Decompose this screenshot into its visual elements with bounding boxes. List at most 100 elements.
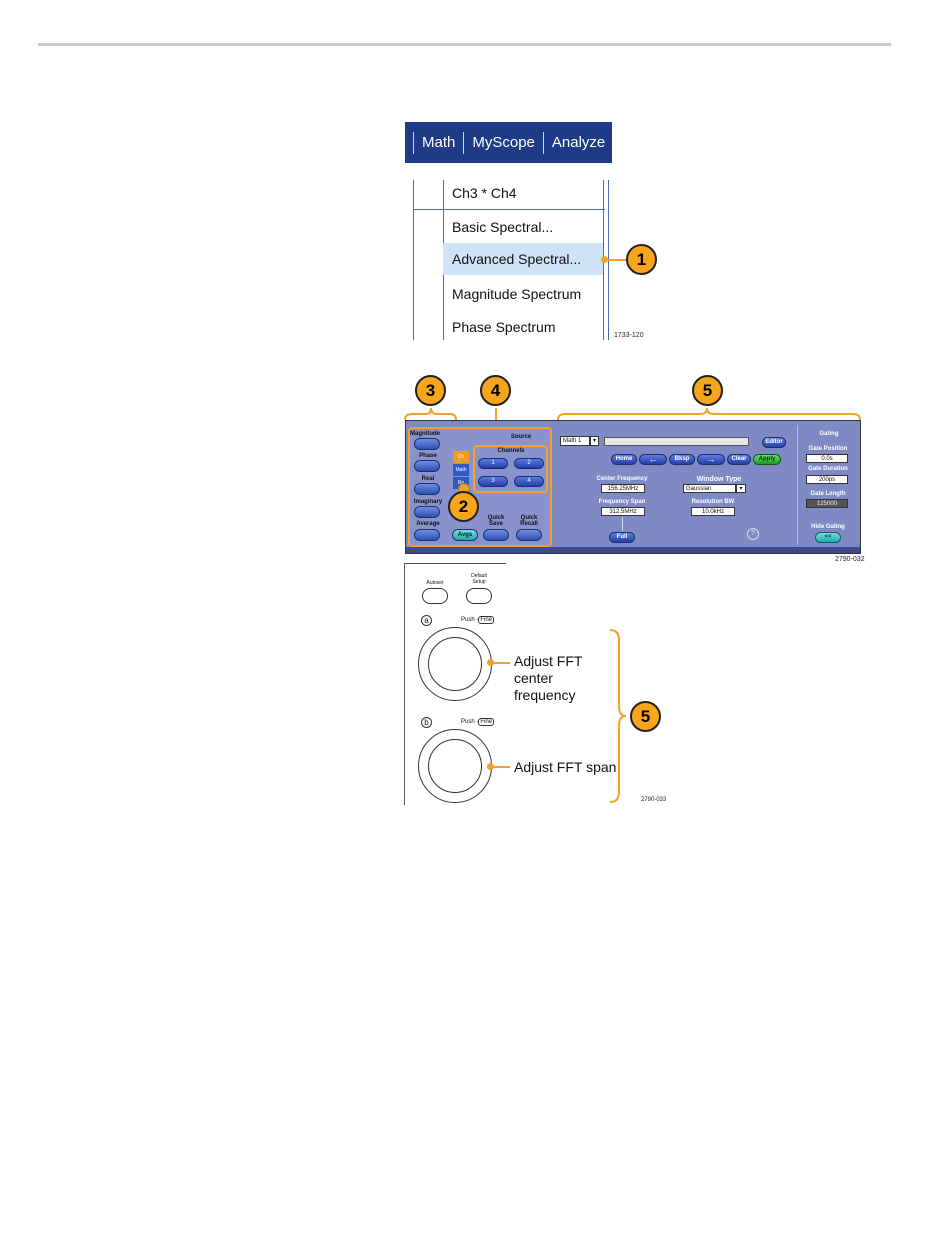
knob-a-letter: a bbox=[421, 615, 432, 626]
quick-save-button[interactable] bbox=[483, 529, 509, 541]
default-setup-button[interactable] bbox=[466, 588, 492, 604]
average-button[interactable] bbox=[414, 529, 440, 541]
span-connector bbox=[622, 517, 623, 531]
center-frequency-field[interactable]: 156.25MHz bbox=[601, 484, 645, 493]
real-button[interactable] bbox=[414, 483, 440, 495]
math-dropdown-menu: Ch3 * Ch4 Basic Spectral... Advanced Spe… bbox=[405, 180, 610, 340]
imaginary-button[interactable] bbox=[414, 506, 440, 518]
callout-2: 2 bbox=[448, 491, 479, 522]
knob-b-leader bbox=[490, 766, 510, 768]
clear-button[interactable]: Clear bbox=[727, 454, 751, 465]
menu-item-basic-spectral[interactable]: Basic Spectral... bbox=[452, 219, 554, 235]
label-source: Source bbox=[510, 434, 532, 440]
phase-button[interactable] bbox=[414, 460, 440, 472]
knob-a-inner-ring bbox=[428, 637, 482, 691]
push-fine-b: Push -Fine bbox=[461, 718, 495, 726]
gating-title: Gating bbox=[819, 431, 839, 437]
figure-id-knobs: 2790-033 bbox=[641, 797, 667, 803]
label-gate-position: Gate Position bbox=[808, 446, 848, 452]
left-arrow-button[interactable]: ← bbox=[639, 454, 667, 465]
front-panel-top-edge bbox=[404, 563, 506, 564]
gating-divider bbox=[797, 425, 798, 545]
editor-button[interactable]: Editor bbox=[762, 437, 786, 448]
front-panel-left-edge bbox=[404, 563, 405, 805]
channel-2-button[interactable]: 2 bbox=[514, 458, 544, 469]
advanced-spectral-panel: Magnitude Phase Real Imaginary Average S… bbox=[405, 420, 861, 554]
chevron-down-icon[interactable]: ▾ bbox=[590, 436, 599, 446]
backspace-button[interactable]: Bksp bbox=[669, 454, 695, 465]
menu-analyze[interactable]: Analyze bbox=[551, 134, 606, 151]
menu-item-advanced-spectral[interactable]: Advanced Spectral... bbox=[443, 243, 603, 275]
top-rule bbox=[38, 43, 891, 46]
menu-item-magnitude-spectrum[interactable]: Magnitude Spectrum bbox=[452, 286, 582, 302]
figure-id-panel: 2790-032 bbox=[835, 556, 865, 563]
callout-5-knobs: 5 bbox=[630, 701, 661, 732]
menu-item-phase-spectrum[interactable]: Phase Spectrum bbox=[452, 319, 556, 335]
menu-bar: Math MyScope Analyze bbox=[405, 122, 612, 163]
quick-recall-button[interactable] bbox=[516, 529, 542, 541]
right-arrow-button[interactable]: → bbox=[697, 454, 725, 465]
knob-b-letter: b bbox=[421, 717, 432, 728]
apply-button[interactable]: Apply bbox=[753, 454, 781, 465]
bracket-3 bbox=[404, 407, 457, 421]
label-window-type: Window Type bbox=[696, 476, 742, 483]
callout-1-dot bbox=[601, 256, 608, 263]
frequency-span-field[interactable]: 312.5MHz bbox=[601, 507, 645, 516]
channel-1-button[interactable]: 1 bbox=[478, 458, 508, 469]
math-select[interactable]: Math 1 bbox=[560, 436, 590, 446]
channels-group bbox=[473, 445, 548, 493]
label-gate-length: Gate Length bbox=[810, 491, 846, 497]
full-button[interactable]: Full bbox=[609, 532, 635, 543]
menu-item-ch3-ch4[interactable]: Ch3 * Ch4 bbox=[452, 185, 517, 201]
knob-b-leader-dot bbox=[487, 763, 494, 770]
label-gate-duration: Gate Duration bbox=[808, 466, 848, 472]
window-type-chevron-icon[interactable]: ▾ bbox=[736, 484, 746, 493]
knob-a-leader bbox=[490, 662, 510, 664]
help-icon[interactable]: ? bbox=[747, 528, 759, 540]
knob-a-leader-dot bbox=[487, 659, 494, 666]
channel-4-button[interactable]: 4 bbox=[514, 476, 544, 487]
knobs-bracket bbox=[609, 629, 627, 803]
callout-1-leader bbox=[604, 259, 626, 261]
home-button[interactable]: Home bbox=[611, 454, 637, 465]
label-frequency-span: Frequency Span bbox=[598, 499, 646, 505]
autoset-button[interactable] bbox=[422, 588, 448, 604]
label-real: Real bbox=[421, 476, 435, 482]
bracket-5 bbox=[557, 407, 861, 421]
label-hide-gating: Hide Gating bbox=[811, 524, 845, 530]
figure-id-menu: 1733-120 bbox=[614, 332, 644, 339]
adjust-span-label: Adjust FFT span bbox=[514, 759, 617, 775]
source-ch-button[interactable]: Ch bbox=[453, 451, 469, 463]
channel-3-button[interactable]: 3 bbox=[478, 476, 508, 487]
callout-5: 5 bbox=[692, 375, 723, 406]
gate-length-field: 125000 bbox=[806, 499, 848, 508]
callout-1: 1 bbox=[626, 244, 657, 275]
label-center-frequency: Center Frequency bbox=[596, 476, 648, 482]
resolution-bw-field[interactable]: 10.0kHz bbox=[691, 507, 735, 516]
label-magnitude: Magnitude bbox=[410, 431, 440, 437]
gate-duration-field[interactable]: 200ps bbox=[806, 475, 848, 484]
menu-math[interactable]: Math bbox=[422, 134, 456, 151]
label-average: Average bbox=[416, 521, 440, 527]
push-fine-a: Push -Fine bbox=[461, 616, 495, 624]
hide-gating-button[interactable]: << bbox=[815, 532, 841, 543]
magnitude-button[interactable] bbox=[414, 438, 440, 450]
menu-myscope[interactable]: MyScope bbox=[472, 134, 535, 151]
panel-bottom-bar bbox=[406, 547, 860, 553]
avgs-button[interactable]: Avgs bbox=[452, 529, 478, 541]
callout-4: 4 bbox=[480, 375, 511, 406]
label-imaginary: Imaginary bbox=[413, 499, 443, 505]
callout-3: 3 bbox=[415, 375, 446, 406]
label-resolution-bw: Resolution BW bbox=[691, 499, 735, 505]
window-type-select[interactable]: Gaussian bbox=[683, 484, 736, 493]
label-phase: Phase bbox=[419, 453, 437, 459]
label-autoset: Autoset bbox=[426, 580, 444, 586]
knob-b-inner-ring bbox=[428, 739, 482, 793]
source-math-button[interactable]: Math bbox=[453, 464, 469, 476]
gate-position-field[interactable]: 0.0s bbox=[806, 454, 848, 463]
math-expression-input[interactable] bbox=[604, 437, 749, 446]
